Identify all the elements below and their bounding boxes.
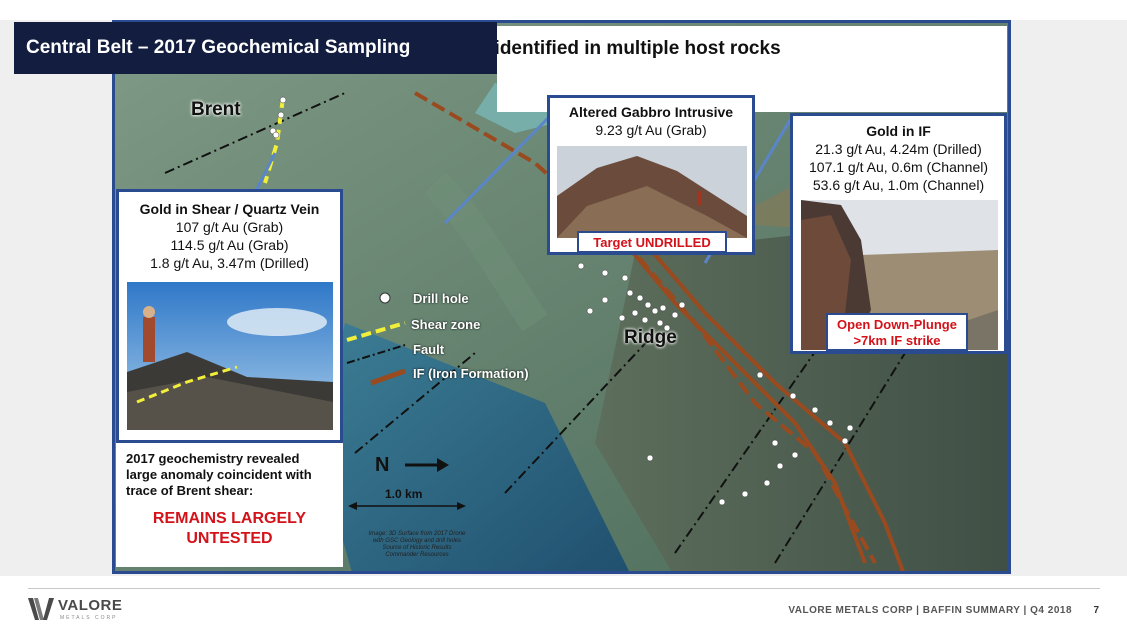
legend-drill-hole: Drill hole (413, 291, 469, 306)
callout-shear: Gold in Shear / Quartz Vein 107 g/t Au (… (116, 189, 343, 443)
geochemistry-note: 2017 geochemistry revealed large anomaly… (116, 443, 343, 567)
place-label-brent: Brent (191, 99, 241, 120)
north-label: N (375, 454, 390, 476)
callout-if-line: 21.3 g/t Au, 4.24m (Drilled) (815, 141, 982, 157)
gabbro-photo (557, 146, 747, 238)
gabbro-target-tag: Target UNDRILLED (577, 231, 727, 253)
geochemistry-highlight: REMAINS LARGELY UNTESTED (152, 510, 307, 547)
legend-iron-formation: IF (Iron Formation) (413, 366, 529, 381)
callout-if-title: Gold in IF (866, 123, 931, 139)
outcrop-photo (127, 282, 333, 430)
legend-shear-zone: Shear zone (411, 317, 481, 332)
callout-shear-line: 1.8 g/t Au, 3.47m (Drilled) (150, 255, 309, 271)
legend-fault: Fault (413, 342, 445, 357)
callout-gabbro-line: 9.23 g/t Au (Grab) (595, 122, 707, 138)
callout-gabbro: Altered Gabbro Intrusive 9.23 g/t Au (Gr… (547, 95, 755, 255)
callout-shear-line: 107 g/t Au (Grab) (175, 219, 284, 235)
geochemistry-text: 2017 geochemistry revealed large anomaly… (126, 451, 312, 498)
page-number: 7 (1093, 605, 1099, 616)
image-credit: Image: 3D Surface from 2017 Drone with G… (368, 531, 466, 558)
slide-heading: Gold identified in multiple host rocks (446, 38, 781, 59)
callout-shear-title: Gold in Shear / Quartz Vein (139, 201, 320, 217)
slide-title: Central Belt – 2017 Geochemical Sampling (14, 22, 497, 74)
footer-divider (28, 588, 1100, 589)
callout-shear-line: 114.5 g/t Au (Grab) (170, 237, 289, 253)
footer-text: VALORE METALS CORP | BAFFIN SUMMARY | Q4… (788, 605, 1072, 616)
callout-if-line: 53.6 g/t Au, 1.0m (Channel) (812, 177, 985, 193)
callout-iron-formation: Gold in IF 21.3 g/t Au, 4.24m (Drilled) … (790, 113, 1007, 354)
place-label-ridge: Ridge (624, 327, 677, 348)
scale-label: 1.0 km (385, 487, 423, 501)
valore-logo-icon (28, 598, 54, 620)
logo-wordmark: VALORE (58, 597, 123, 614)
iron-formation-tag: Open Down-Plunge >7km IF strike (826, 313, 968, 351)
callout-gabbro-title: Altered Gabbro Intrusive (568, 104, 734, 120)
callout-if-line: 107.1 g/t Au, 0.6m (Channel) (809, 159, 988, 175)
logo-subtitle: METALS CORP (60, 615, 118, 621)
